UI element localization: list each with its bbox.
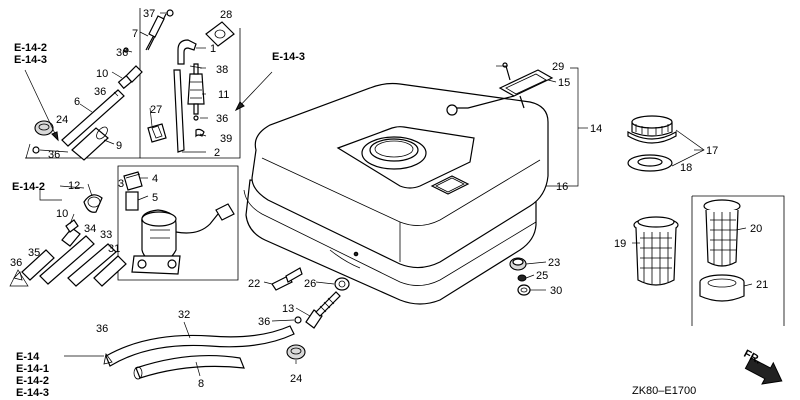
callout-31: 31	[108, 243, 120, 255]
callout-25: 25	[536, 270, 548, 282]
callout-39: 39	[220, 133, 232, 145]
callout-14: 14	[590, 123, 602, 135]
callout-20: 20	[750, 223, 762, 235]
callout-17: 17	[706, 145, 718, 157]
callout-36: 36	[258, 316, 270, 328]
callout-labels: 37 7 36 10 36 6 24 36 9 28 1 38 11 27 36…	[10, 8, 768, 390]
callout-13: 13	[282, 303, 294, 315]
ref-bottom-b: E-14-1	[16, 363, 49, 375]
callout-16: 16	[556, 181, 568, 193]
callout-36: 36	[10, 257, 22, 269]
callout-1: 1	[210, 43, 216, 55]
callout-28: 28	[220, 9, 232, 21]
hose-set-left	[13, 194, 127, 287]
ref-bottom-d: E-14-3	[16, 387, 49, 399]
lower-parts	[103, 267, 350, 380]
callout-5: 5	[152, 192, 158, 204]
fuel-gauge-part-15	[446, 62, 554, 116]
callout-11: 11	[218, 89, 229, 101]
ref-top-left-a: E-14-2	[14, 42, 47, 54]
mount-parts	[509, 257, 531, 296]
callout-36: 36	[94, 86, 106, 98]
callout-2: 2	[214, 147, 220, 159]
callout-10: 10	[56, 208, 68, 220]
callout-38: 38	[216, 64, 228, 76]
callout-29: 29	[552, 61, 564, 73]
cap-gasket-part-18	[627, 154, 673, 172]
ref-mid-left: E-14-2	[12, 181, 45, 193]
callout-19: 19	[614, 238, 626, 250]
callout-34: 34	[84, 223, 96, 235]
ref-bottom-a: E-14	[16, 351, 40, 363]
fuel-cap-part-17	[627, 115, 677, 144]
leader-lines	[9, 12, 753, 377]
callout-32: 32	[178, 309, 190, 321]
callout-10: 10	[96, 68, 108, 80]
callout-12: 12	[68, 180, 80, 192]
fuel-strainer-part-19	[633, 216, 679, 286]
callout-36: 36	[216, 113, 228, 125]
callout-35: 35	[28, 247, 40, 259]
fuel-line-box	[25, 8, 241, 161]
callout-3: 3	[118, 178, 124, 190]
callout-30: 30	[550, 285, 562, 297]
callout-8: 8	[198, 378, 204, 390]
callout-22: 22	[248, 278, 260, 290]
diagram-code: ZK80–E1700	[632, 385, 696, 397]
callout-7: 7	[132, 28, 138, 40]
ref-bottom-c: E-14-2	[16, 375, 49, 387]
callout-21: 21	[756, 279, 768, 291]
callout-4: 4	[152, 173, 158, 185]
callout-26: 26	[304, 278, 316, 290]
fuel-pump-box	[117, 165, 239, 281]
callout-23: 23	[548, 257, 560, 269]
callout-24: 24	[290, 373, 302, 385]
callout-9: 9	[116, 140, 122, 152]
callout-18: 18	[680, 162, 692, 174]
callout-33: 33	[100, 229, 112, 241]
callout-36: 36	[48, 149, 60, 161]
callout-36: 36	[116, 47, 128, 59]
callout-36: 36	[96, 323, 108, 335]
reference-labels: E-14-2 E-14-3 E-14-3 E-14-2 E-14 E-14-1 …	[12, 42, 305, 399]
fuel-tank	[243, 82, 549, 305]
front-direction-arrow	[744, 357, 783, 385]
callout-27: 27	[150, 104, 162, 116]
callout-6: 6	[74, 96, 80, 108]
callout-24: 24	[56, 114, 68, 126]
callout-37: 37	[143, 8, 155, 20]
ref-top-left-b: E-14-3	[14, 54, 47, 66]
ref-top-mid: E-14-3	[272, 51, 305, 63]
callout-15: 15	[558, 77, 570, 89]
filter-box	[691, 195, 785, 326]
